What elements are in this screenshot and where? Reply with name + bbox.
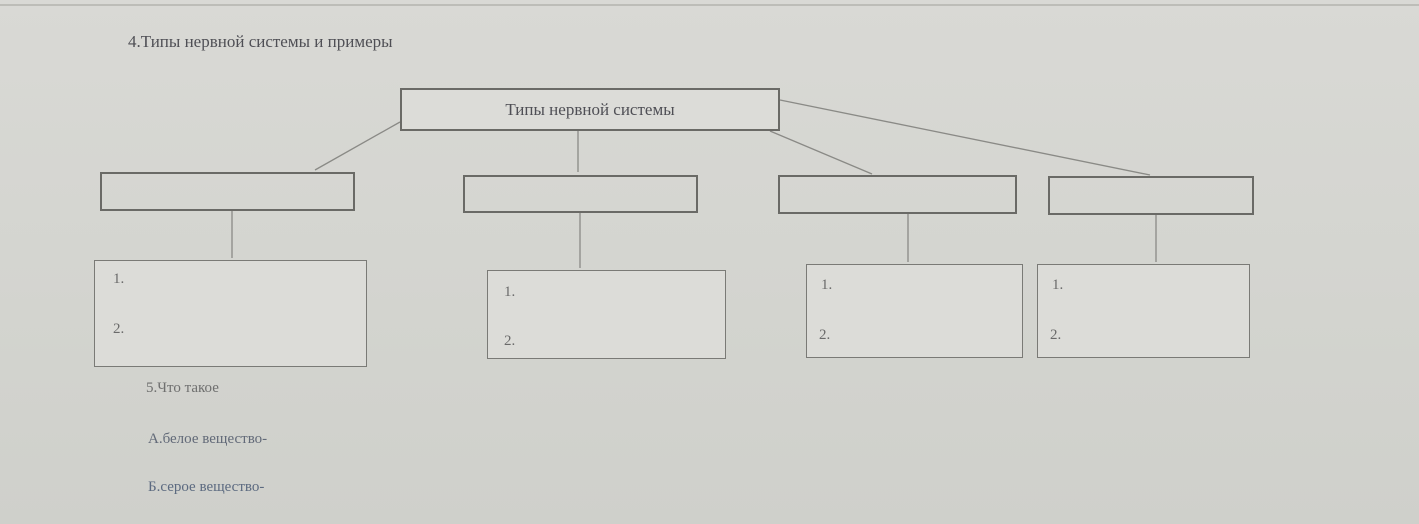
example-1-number: 1. [113,271,125,287]
question-a-label: А.белое вещество- [148,431,268,447]
question-a-answer-line[interactable] [322,454,1155,456]
example-1-number: 1. [504,284,516,300]
examples-box-4[interactable]: 1. 2. [1037,264,1250,358]
example-2-number: 2. [819,327,831,343]
arrow-to-type-4 [779,99,1151,176]
examples-box-3[interactable]: 1. 2. [806,264,1023,358]
section-5-heading: 5.Что такое [146,380,219,396]
type-box-2[interactable] [463,175,698,213]
examples-box-2[interactable]: 1. 2. [487,270,726,359]
arrow-to-type-3 [769,130,873,175]
example-1-number: 1. [1052,277,1064,293]
question-b-label: Б.серое вещество- [148,479,265,495]
root-box: Типы нервной системы [400,88,780,131]
example-1-number: 1. [821,277,833,293]
example-2-number: 2. [504,333,516,349]
type-box-3[interactable] [778,175,1017,214]
type-box-4[interactable] [1048,176,1254,215]
question-b-answer-line[interactable] [320,499,1160,501]
arrow-to-type-1 [314,121,401,171]
type-box-1[interactable] [100,172,355,211]
example-2-number: 2. [1050,327,1062,343]
root-box-label: Типы нервной системы [505,100,675,119]
example-2-number: 2. [113,321,125,337]
section-4-heading: 4.Типы нервной системы и примеры [128,32,393,51]
page-top-rule [0,4,1419,6]
examples-box-1[interactable]: 1. 2. [94,260,367,367]
